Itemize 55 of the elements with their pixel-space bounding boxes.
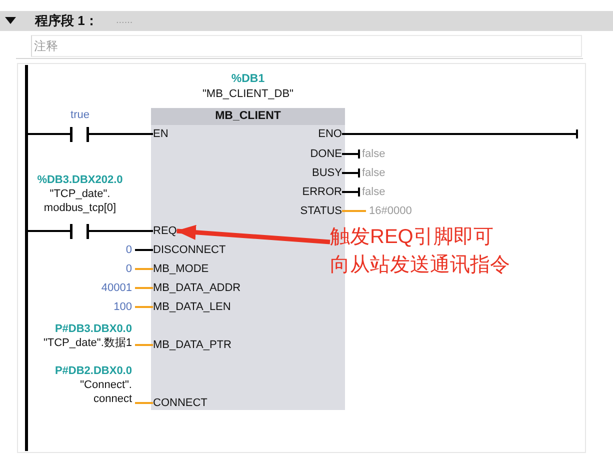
- wire: [135, 402, 153, 404]
- output-pin-label: DONE: [310, 147, 342, 161]
- output-pin-label: STATUS: [300, 204, 342, 218]
- power-rail: [25, 65, 28, 451]
- output-value: false: [360, 147, 386, 161]
- instance-db-name: "MB_CLIENT_DB": [202, 87, 294, 101]
- wire: [89, 133, 153, 135]
- output-value: 16#0000: [366, 204, 412, 218]
- contact-operand: true: [70, 108, 90, 122]
- tag-name: "Connect". connect: [80, 378, 132, 406]
- wire: [342, 210, 366, 212]
- input-value: 0: [126, 262, 135, 276]
- input-pin-label: MB_MODE: [153, 262, 209, 276]
- input-value: 0: [126, 243, 135, 257]
- output-pin-label: BUSY: [312, 166, 342, 180]
- network-title: 程序段 1：: [35, 12, 98, 30]
- output-value: false: [360, 166, 386, 180]
- wire: [135, 287, 153, 289]
- input-pin-label: DISCONNECT: [153, 243, 226, 257]
- wire: [89, 230, 153, 232]
- block-title-bar: MB_CLIENT: [151, 108, 345, 125]
- input-pin-label: MB_DATA_PTR: [153, 338, 232, 352]
- output-value: false: [360, 185, 386, 199]
- wire: [342, 168, 360, 178]
- wire: [28, 133, 70, 135]
- contact-symbol: [70, 127, 89, 142]
- title-field: ......: [116, 11, 133, 31]
- wire: [135, 306, 153, 308]
- pointer-address: P#DB3.DBX0.0: [54, 322, 132, 336]
- operand-address: %DB3.DBX202.0: [37, 173, 123, 187]
- output-pin-label: ERROR: [302, 185, 342, 199]
- input-pin-label: REQ: [153, 224, 177, 238]
- input-pin-label: MB_DATA_LEN: [153, 300, 231, 314]
- instance-db-address: %DB1: [231, 72, 265, 86]
- wire: [342, 130, 578, 138]
- wire: [342, 150, 360, 158]
- output-pin-label: ENO: [318, 127, 342, 141]
- wire: [135, 249, 153, 251]
- arrow: [176, 224, 330, 244]
- input-pin-label: EN: [153, 127, 168, 141]
- pointer-address: P#DB2.DBX0.0: [54, 364, 132, 378]
- wire: [135, 268, 153, 270]
- wire: [28, 230, 70, 232]
- input-value: 40001: [101, 281, 135, 295]
- contact-symbol: [70, 224, 89, 239]
- operand-tag: "TCP_date". modbus_tcp[0]: [44, 187, 116, 215]
- input-value: 100: [114, 300, 135, 314]
- wire: [342, 188, 360, 196]
- annotation-text: 触发REQ引脚即可向从站发送通讯指令: [330, 223, 511, 279]
- input-pin-label: MB_DATA_ADDR: [153, 281, 241, 295]
- wire: [135, 344, 153, 346]
- comment-field: 注释: [31, 35, 582, 57]
- network-header: [0, 11, 613, 31]
- tag-name: "TCP_date".数据1: [43, 336, 132, 350]
- input-pin-label: CONNECT: [153, 396, 208, 410]
